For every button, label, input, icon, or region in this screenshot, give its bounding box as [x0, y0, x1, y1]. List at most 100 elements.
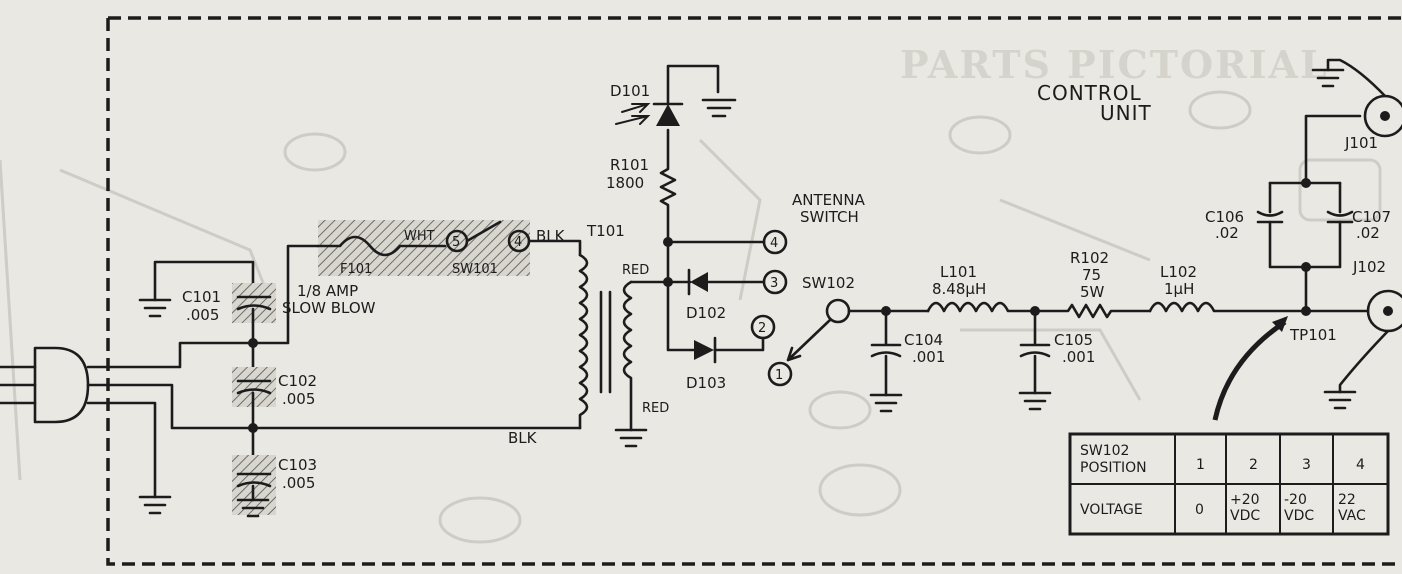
c106-capacitor — [1256, 181, 1284, 224]
l102-inductor — [1148, 301, 1308, 313]
f101-type: SLOW BLOW — [282, 299, 376, 317]
table-volt-3-b: VDC — [1284, 508, 1314, 524]
svg-text:4: 4 — [514, 235, 522, 250]
table-header-1: SW102 — [1080, 443, 1129, 459]
c104-value: .001 — [912, 348, 945, 366]
watermark-text: PARTS PICTORIAL — [900, 42, 1329, 87]
d101-led — [656, 104, 680, 126]
svg-text:2: 2 — [758, 321, 766, 336]
c105-capacitor — [1019, 309, 1051, 395]
antenna-switch-label-2: SWITCH — [800, 208, 859, 226]
r102-power: 5W — [1080, 283, 1105, 301]
ground-symbol-t101 — [614, 428, 648, 448]
r102-resistor — [1033, 303, 1152, 319]
table-pos-2: 2 — [1249, 457, 1258, 473]
c106-ref: C106 — [1205, 208, 1244, 226]
ground-symbol-c103 — [236, 498, 270, 518]
svg-text:1: 1 — [775, 368, 783, 383]
r101-ref: R101 — [610, 156, 649, 174]
f101-ref: F101 — [340, 262, 372, 277]
terminal-4 — [762, 229, 788, 255]
led-light-arrow-2 — [615, 115, 651, 125]
t101-primary — [578, 253, 589, 430]
r102-ref: R102 — [1070, 249, 1109, 267]
red-top-label: RED — [622, 263, 649, 278]
fuse-switch-hatch — [318, 220, 530, 276]
terminal-3 — [762, 269, 788, 295]
ground-symbol-j101 — [1311, 68, 1345, 88]
table-header-2: POSITION — [1080, 460, 1147, 476]
sw101-ref: SW101 — [452, 262, 498, 277]
j102-ref: J102 — [1352, 258, 1386, 276]
table-volt-3-a: -20 — [1284, 492, 1307, 508]
voltage-table: SW102 POSITION 1 2 3 4 VOLTAGE 0 +20 VDC… — [1068, 432, 1390, 536]
d102-symbol — [690, 272, 708, 292]
table-volt-2-a: +20 — [1230, 492, 1260, 508]
title-line-2: UNIT — [1100, 101, 1152, 125]
table-volt-4-b: VAC — [1338, 508, 1366, 524]
c106-value: .02 — [1215, 224, 1239, 242]
ground-symbol-d101 — [701, 98, 737, 118]
c105-value: .001 — [1062, 348, 1095, 366]
sw101-blade — [465, 220, 502, 243]
l101-value: 8.48μH — [932, 280, 986, 298]
tp101-ref: TP101 — [1289, 326, 1337, 344]
title-line-1: CONTROL — [1037, 81, 1142, 105]
r101-value: 1800 — [606, 174, 644, 192]
c102-ref: C102 — [278, 372, 317, 390]
ground-symbol-plug — [138, 495, 172, 515]
c107-capacitor — [1326, 181, 1354, 224]
wire-primary-top — [527, 239, 582, 257]
c104-ref: C104 — [904, 331, 943, 349]
l102-ref: L102 — [1160, 263, 1197, 281]
l102-value: 1μH — [1164, 280, 1194, 298]
terminal-2 — [750, 314, 776, 340]
terminal-1 — [767, 361, 793, 387]
wire-ground — [86, 401, 157, 499]
svg-text:4: 4 — [770, 236, 778, 251]
ground-symbol-c105 — [1018, 391, 1052, 411]
fuse-f101 — [316, 235, 447, 257]
d101-ref: D101 — [610, 82, 650, 100]
t101-secondary — [622, 280, 633, 432]
wht-label: WHT — [404, 229, 435, 244]
c107-ref: C107 — [1352, 208, 1391, 226]
sw102-wiper — [786, 318, 832, 362]
d103-ref: D103 — [686, 374, 726, 392]
l101-ref: L101 — [940, 263, 977, 281]
j101-connector — [1326, 58, 1402, 138]
wire-d103 — [666, 280, 696, 352]
c101-ground-wire — [153, 260, 255, 302]
table-pos-4: 4 — [1356, 457, 1365, 473]
junction-c101 — [248, 338, 258, 348]
blk-bottom-label: BLK — [508, 429, 538, 447]
table-pos-1: 1 — [1196, 457, 1205, 473]
r102-value: 75 — [1082, 266, 1101, 284]
junction-c106-c107-top — [1301, 178, 1311, 188]
wire-hot — [86, 244, 320, 369]
table-row-label: VOLTAGE — [1080, 502, 1143, 518]
c107-value: .02 — [1356, 224, 1380, 242]
ground-symbol-j102 — [1323, 390, 1357, 410]
r101-resistor — [659, 128, 677, 244]
svg-text:5: 5 — [452, 235, 460, 250]
background-pictorial: PARTS PICTORIAL — [0, 42, 1382, 544]
c103-value: .005 — [282, 474, 315, 492]
sw102-ref: SW102 — [802, 274, 855, 292]
d102-ref: D102 — [686, 304, 726, 322]
table-volt-1: 0 — [1195, 502, 1204, 518]
l101-inductor — [926, 301, 1037, 313]
c103-ref: C103 — [278, 456, 317, 474]
j102-connector — [1338, 289, 1402, 394]
svg-text:3: 3 — [770, 276, 778, 291]
antenna-switch-label-1: ANTENNA — [792, 191, 866, 209]
wire-neutral — [86, 383, 582, 430]
ground-symbol-c104 — [869, 393, 903, 413]
f101-rating: 1/8 AMP — [297, 282, 358, 300]
d103-symbol — [694, 340, 714, 360]
red-bottom-label: RED — [642, 401, 669, 416]
table-volt-4-a: 22 — [1338, 492, 1356, 508]
enclosure-border — [106, 16, 1402, 566]
